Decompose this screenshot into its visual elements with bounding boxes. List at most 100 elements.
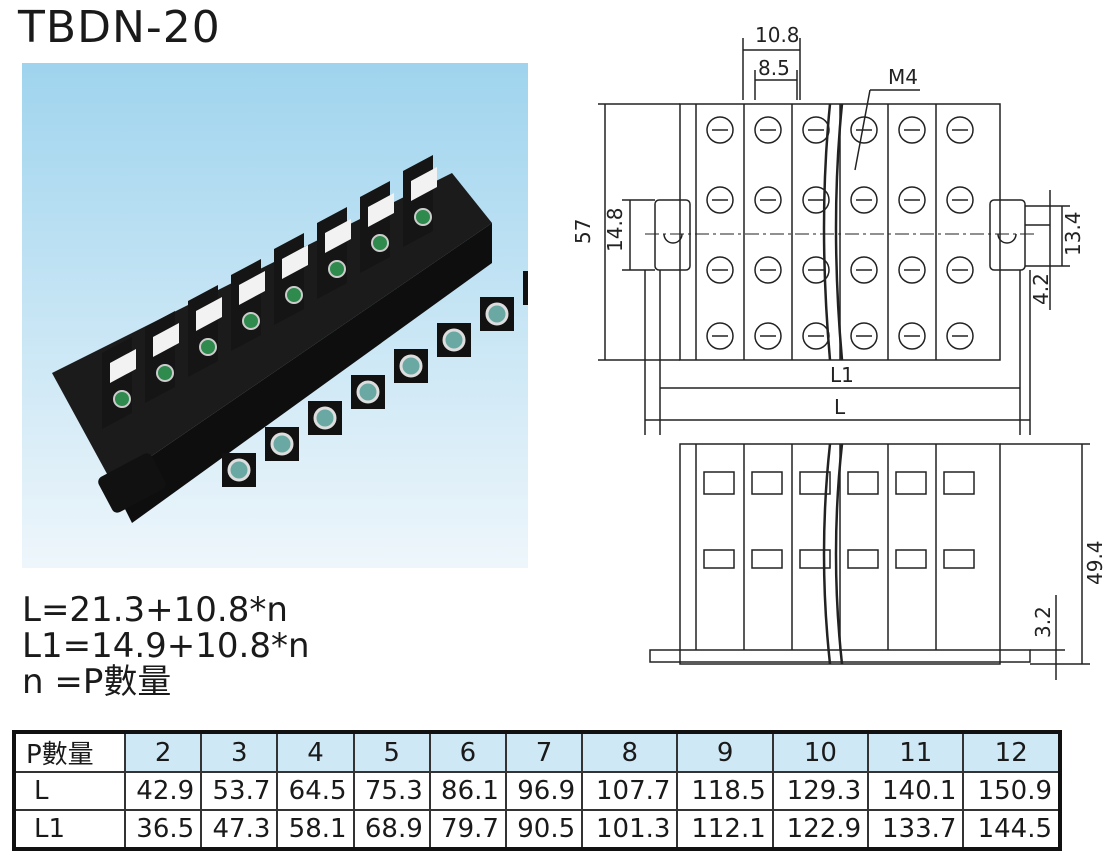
screw-icon — [270, 432, 294, 456]
header-label: P數量 — [13, 731, 126, 773]
terminal-segment — [274, 233, 304, 325]
side-screw — [943, 549, 975, 569]
table-cell: 144.5 — [962, 809, 1061, 850]
table-cell: 129.3 — [771, 771, 870, 811]
dim-4-2: 4.2 — [1029, 273, 1053, 305]
table-cell: 75.3 — [352, 771, 431, 811]
screw-icon — [706, 186, 734, 214]
table-cell: 150.9 — [962, 771, 1061, 811]
table-cell: 133.7 — [867, 809, 965, 850]
screw-icon — [898, 186, 926, 214]
table-cell: 101.3 — [581, 809, 679, 850]
formula-block: L=21.3+10.8*n L1=14.9+10.8*n n =P數量 — [22, 592, 310, 700]
spec-table: P數量 2 3 4 5 6 7 8 9 10 11 12 L 42.9 53.7… — [12, 730, 1062, 851]
terminal-segment — [360, 181, 390, 273]
dim-14-8: 14.8 — [603, 207, 627, 252]
terminal-segment — [188, 285, 218, 377]
row-label: L1 — [13, 809, 126, 850]
table-cell: 118.5 — [676, 771, 774, 811]
terminal-block-lower — [222, 271, 528, 487]
table-cell: 107.7 — [581, 771, 679, 811]
right-mount-ear — [989, 199, 1026, 271]
screw-icon — [485, 302, 509, 326]
terminal-segment — [102, 337, 132, 429]
p-value: 12 — [962, 731, 1061, 773]
screw-icon — [850, 322, 878, 350]
screw-icon — [285, 286, 303, 304]
side-screw — [895, 549, 927, 569]
p-value: 3 — [200, 731, 279, 773]
terminal-segment — [231, 259, 261, 351]
p-value: 8 — [581, 731, 679, 773]
screw-icon — [898, 256, 926, 284]
p-value: 6 — [428, 731, 507, 773]
dim-49-4: 49.4 — [1083, 540, 1107, 585]
table-cell: 64.5 — [276, 771, 355, 811]
table-cell: 47.3 — [200, 809, 279, 850]
screw-icon — [442, 328, 466, 352]
screw-icon — [850, 186, 878, 214]
screw-icon — [754, 116, 782, 144]
table-cell: 86.1 — [428, 771, 507, 811]
screw-icon — [946, 322, 974, 350]
marker-strip — [368, 193, 394, 227]
dim-3-2: 3.2 — [1031, 606, 1055, 638]
side-screw — [847, 549, 879, 569]
screw-icon — [371, 234, 389, 252]
formula-n: n =P數量 — [22, 662, 172, 702]
marker-strip — [411, 167, 437, 201]
side-screw — [703, 471, 735, 495]
table-header-row: P數量 2 3 4 5 6 7 8 9 10 11 12 — [13, 731, 1061, 773]
p-value: 11 — [867, 731, 965, 773]
dim-m4: M4 — [888, 65, 918, 89]
screw-icon — [313, 406, 337, 430]
screw-icon — [850, 256, 878, 284]
table-cell: 96.9 — [504, 771, 584, 811]
screw-icon — [328, 260, 346, 278]
side-screw — [751, 549, 783, 569]
row-label: L — [13, 771, 126, 811]
screw-icon — [802, 322, 830, 350]
terminal-segment — [403, 155, 433, 247]
table-cell: 140.1 — [867, 771, 965, 811]
side-screw — [703, 549, 735, 569]
screw-icon — [706, 322, 734, 350]
side-screw — [895, 471, 927, 495]
product-photo — [22, 63, 528, 568]
dim-57: 57 — [571, 219, 595, 244]
screw-icon — [802, 116, 830, 144]
table-cell: 122.9 — [771, 809, 870, 850]
dim-L: L — [834, 395, 846, 419]
marker-strip — [282, 245, 308, 279]
table-cell: 90.5 — [504, 809, 584, 850]
left-mount-ear — [654, 199, 691, 271]
screw-icon — [399, 354, 423, 378]
screw-icon — [706, 256, 734, 284]
screw-icon — [946, 256, 974, 284]
screw-icon — [356, 380, 380, 404]
table-row: L1 36.5 47.3 58.1 68.9 79.7 90.5 101.3 1… — [13, 809, 1061, 850]
marker-strip — [110, 349, 136, 383]
dim-8-5: 8.5 — [758, 56, 790, 80]
table-cell: 112.1 — [676, 809, 774, 850]
side-screw — [751, 471, 783, 495]
screw-icon — [227, 458, 251, 482]
side-screw — [799, 471, 831, 495]
screw-icon — [706, 116, 734, 144]
screw-icon — [898, 116, 926, 144]
screw-icon — [242, 312, 260, 330]
product-title: TBDN-20 — [18, 2, 221, 53]
screw-icon — [414, 208, 432, 226]
p-value: 5 — [352, 731, 431, 773]
p-value: 4 — [276, 731, 355, 773]
screw-icon — [946, 186, 974, 214]
p-value: 10 — [771, 731, 870, 773]
p-value: 2 — [123, 731, 203, 773]
terminal-segment — [317, 207, 347, 299]
marker-strip — [239, 271, 265, 305]
dim-13-4: 13.4 — [1061, 211, 1085, 256]
table-cell: 58.1 — [276, 809, 355, 850]
terminal-segment — [145, 311, 175, 403]
table-cell: 79.7 — [428, 809, 507, 850]
side-screw — [943, 471, 975, 495]
